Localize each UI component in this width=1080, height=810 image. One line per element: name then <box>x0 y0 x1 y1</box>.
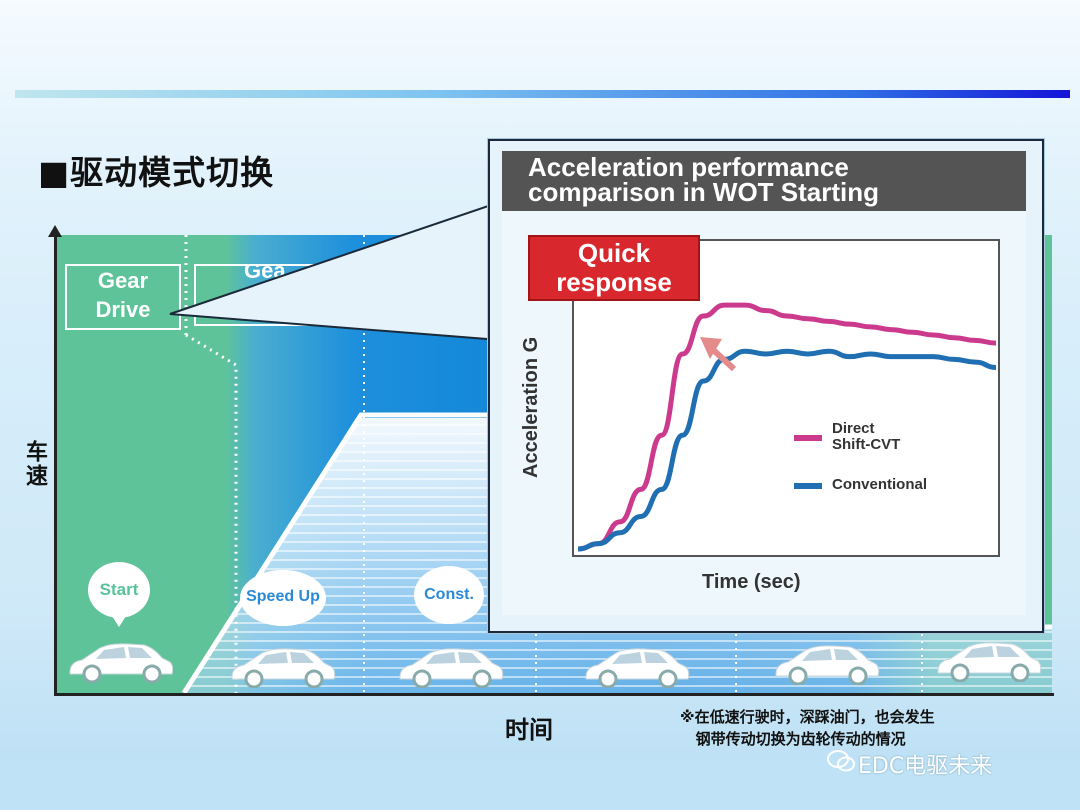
footnote: ※在低速行驶时，深踩油门，也会发生 钢带传动切换为齿轮传动的情况 <box>680 706 935 750</box>
panel-title-line2: comparison in WOT Starting <box>528 177 880 207</box>
plot-frame <box>572 239 1000 557</box>
legend-label-line1: Direct <box>832 420 875 437</box>
phase-label: Speed Up <box>246 588 320 605</box>
legend-swatch-direct-shift <box>794 435 822 441</box>
acceleration-chart <box>577 302 997 552</box>
page-title: ■驱动模式切换 <box>38 153 275 192</box>
x-axis <box>54 693 1054 696</box>
chart-area: Acceleration G Time (sec) Quick response… <box>502 211 1026 615</box>
acceleration-comparison-panel: Acceleration performance comparison in W… <box>488 139 1044 633</box>
legend-swatch-conventional <box>794 483 822 489</box>
inset-y-axis-label: Acceleration G <box>520 336 542 478</box>
y-axis <box>48 225 62 695</box>
phase-bubble-start: Start <box>88 562 150 627</box>
wechat-icon <box>827 750 855 772</box>
series-line-direct-shift-cvt <box>577 302 997 552</box>
header-accent-line <box>15 90 1070 98</box>
badge-line2: response <box>556 267 672 297</box>
watermark-text: EDC电驱未来 <box>858 754 993 779</box>
phase-label: Const. <box>424 586 474 603</box>
phase-bubble-speed-up: Speed Up <box>240 570 326 626</box>
legend-item-direct-shift: Direct Shift-CVT <box>832 421 900 453</box>
mode-label-line2: Drive <box>95 297 151 322</box>
legend-item-conventional: Conventional <box>832 477 927 493</box>
car-icon <box>585 648 690 688</box>
panel-title: Acceleration performance comparison in W… <box>502 151 1026 211</box>
footnote-line2: 钢带传动切换为齿轮传动的情况 <box>680 730 906 748</box>
car-icon <box>231 648 336 688</box>
quick-response-badge: Quick response <box>528 235 700 301</box>
car-icon <box>937 642 1042 682</box>
badge-line1: Quick <box>577 238 651 268</box>
legend-label-line1: Conventional <box>832 476 928 493</box>
y-axis-label: 车速 <box>22 440 47 488</box>
footer-band <box>0 760 1080 810</box>
series-line-conventional <box>577 348 997 552</box>
response-arrow-head <box>700 337 722 359</box>
phase-label: Start <box>99 580 139 599</box>
panel-title-line1: Acceleration performance <box>528 152 849 182</box>
x-axis-label: 时间 <box>505 716 553 744</box>
car-icon <box>399 648 504 688</box>
car-icon <box>69 643 174 683</box>
inset-x-axis-label: Time (sec) <box>702 571 801 593</box>
legend-label-line2: Shift-CVT <box>832 436 901 453</box>
mode-box-gear-drive: Gear Drive <box>65 264 181 330</box>
header-band <box>0 0 1080 135</box>
mode-label-line1: Gear <box>97 268 149 293</box>
callout-shape <box>169 200 501 342</box>
phase-bubble-const: Const. <box>414 566 484 624</box>
footnote-line1: ※在低速行驶时，深踩油门，也会发生 <box>680 708 935 726</box>
car-icon <box>775 645 880 685</box>
